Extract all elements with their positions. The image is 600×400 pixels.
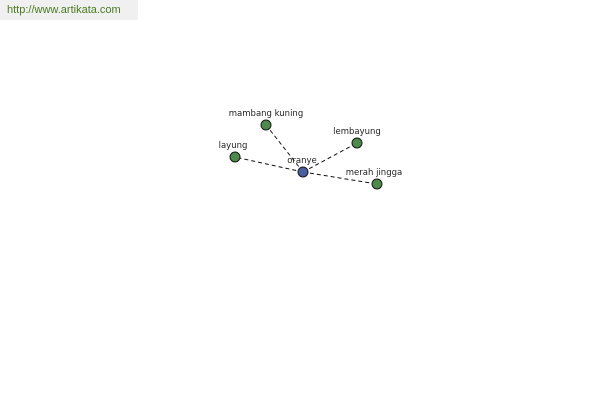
node-circle[interactable] <box>229 151 241 163</box>
node-circle[interactable] <box>351 137 363 149</box>
node-label[interactable]: layung <box>219 141 248 151</box>
site-url[interactable]: http://www.artikata.com <box>0 0 138 20</box>
edges <box>234 124 378 185</box>
node-layung[interactable]: layung <box>219 141 248 163</box>
center-node-label[interactable]: oranye <box>287 156 317 166</box>
node-oranye-center[interactable]: oranye <box>287 156 317 178</box>
edge-oranye-lembayung <box>302 142 358 173</box>
node-lembayung[interactable]: lembayung <box>333 127 381 149</box>
node-label[interactable]: merah jingga <box>346 168 402 178</box>
edge-oranye-layung <box>234 156 304 173</box>
node-merah-jingga[interactable]: merah jingga <box>346 168 402 190</box>
edge-oranye-merah-jingga <box>302 171 378 185</box>
node-label[interactable]: mambang kuning <box>229 109 303 119</box>
node-label[interactable]: lembayung <box>333 127 381 137</box>
node-circle[interactable] <box>260 119 272 131</box>
node-circle[interactable] <box>371 178 383 190</box>
center-node-circle[interactable] <box>297 166 309 178</box>
edge-oranye-mambang-kuning <box>265 124 304 173</box>
node-mambang-kuning[interactable]: mambang kuning <box>229 109 303 131</box>
